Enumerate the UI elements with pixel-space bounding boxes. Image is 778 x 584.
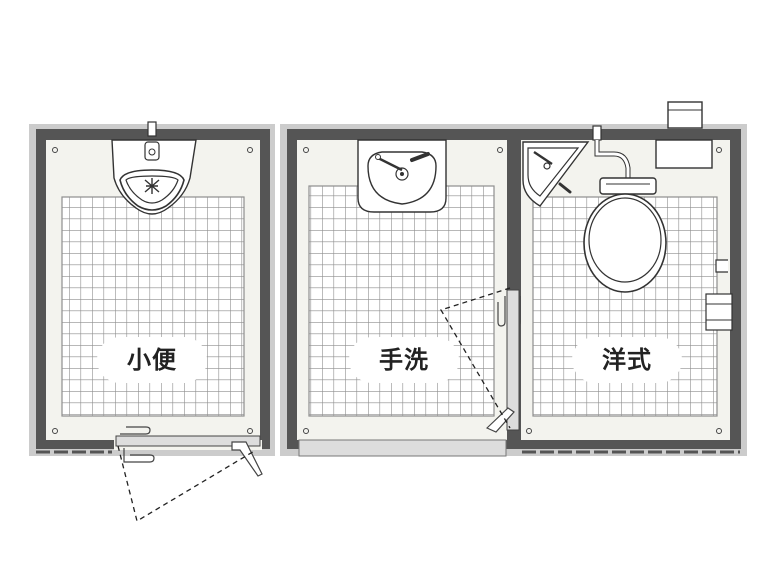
washroom-door: [506, 289, 520, 431]
screw-icon: [303, 428, 309, 434]
screw-icon: [716, 147, 722, 153]
flush-pipe-inner: [595, 140, 630, 180]
door-handle-icon: [123, 448, 155, 463]
grab-bar-icon: [715, 259, 728, 273]
western-toilet-icon: [583, 177, 667, 293]
screw-icon: [52, 428, 58, 434]
wash-basin-icon: [357, 139, 447, 213]
screw-icon: [247, 428, 253, 434]
room-label-urinal: 小便: [97, 337, 207, 383]
door-handle-icon: [497, 296, 506, 327]
urinal-room: [29, 121, 275, 523]
door-stop-icon: [231, 441, 263, 477]
door-swing-arc: [117, 445, 257, 523]
screw-icon: [497, 147, 503, 153]
western-toilet-room: [521, 101, 733, 440]
paper-holder-lines: [706, 303, 732, 321]
washroom: [297, 139, 529, 457]
washroom-entrance-step: [298, 439, 507, 457]
urinal-room-tile-area: [61, 196, 245, 417]
door-swing-arc: [440, 287, 511, 429]
urinal-room-door: [115, 435, 261, 447]
corner-sink-icon: [522, 141, 590, 207]
screw-icon: [526, 428, 532, 434]
door-handle-icon: [120, 426, 151, 435]
screw-icon: [716, 428, 722, 434]
screw-icon: [52, 147, 58, 153]
screw-icon: [303, 147, 309, 153]
pipe-valve-icon: [592, 125, 602, 141]
room-label-western-toilet: 洋式: [572, 337, 682, 383]
screw-icon: [247, 147, 253, 153]
urinal-icon: [111, 121, 197, 215]
water-tank-icon: [655, 139, 713, 169]
room-label-washroom: 手洗: [349, 337, 459, 383]
vent-pipe-icon: [667, 101, 703, 129]
door-stop-icon: [485, 407, 515, 433]
paper-holder-icon: [705, 293, 733, 331]
